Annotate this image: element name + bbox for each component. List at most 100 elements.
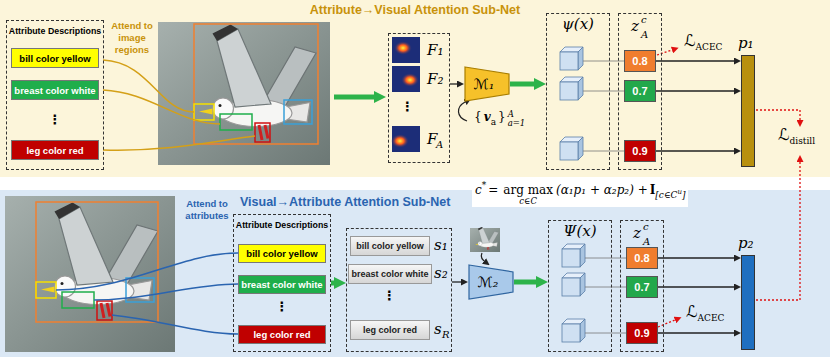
attention-line — [94, 284, 238, 300]
box-label: Attribute Descriptions — [7, 26, 103, 37]
probability-bar: p₁ — [741, 55, 755, 167]
photo-ground — [158, 22, 330, 165]
score-cell: 0.7 — [626, 276, 658, 298]
score-value: 0.8 — [634, 252, 649, 264]
box-label: R — [442, 329, 450, 340]
connector — [658, 332, 734, 333]
math-text: a — [491, 117, 496, 127]
attention-line — [103, 136, 255, 150]
math-text: (α₁p₁ + α₂p₂) + — [556, 183, 648, 197]
connector — [450, 83, 457, 84]
attribute-box: breast color white — [238, 275, 326, 294]
loss-label: ℒACEC — [684, 34, 722, 54]
output-label: p₂ — [738, 235, 754, 252]
operator-with-range: arg maxc∈C — [503, 183, 553, 206]
annotation-text: Attend to attributes — [180, 198, 234, 222]
attribute-box: bill color yellow — [11, 48, 99, 68]
feature-map — [392, 66, 420, 92]
score-cell: 0.8 — [626, 247, 658, 269]
loss-arrow — [657, 50, 672, 55]
operator-range: c∈C — [519, 197, 537, 206]
attention-line — [56, 253, 238, 290]
box-label: Ψ(x) — [549, 223, 611, 240]
feature-cube — [560, 137, 583, 160]
attribute-crop-text: bill color yellow — [356, 241, 424, 251]
attribute-list: Attribute Descriptions⋮bill color yellow… — [6, 20, 104, 170]
panel-ground — [0, 190, 830, 357]
probability-bar: p₂ — [741, 255, 755, 350]
feature-cube — [562, 319, 585, 342]
annotation-text: Attend to image regions — [108, 20, 156, 56]
input-arrow — [458, 102, 467, 121]
score-column: zcA0.80.70.9 — [620, 220, 664, 352]
region-box — [36, 282, 56, 298]
score-value: 0.7 — [632, 85, 647, 97]
connector — [656, 90, 734, 91]
math-text: c — [475, 183, 482, 197]
attribute-text: leg color red — [26, 145, 83, 156]
connector — [658, 286, 734, 287]
math-text: ℒ — [778, 125, 790, 144]
annotation: Attend to image regions — [108, 20, 156, 56]
embedding-column: Ψ(x) — [548, 220, 612, 352]
attribute-box: leg color red — [238, 325, 326, 344]
math-text: } — [498, 110, 506, 124]
feature-cube — [560, 77, 583, 100]
box-label: Attribute Descriptions — [234, 220, 330, 231]
region-box — [194, 24, 318, 144]
box-label: F₂ — [427, 71, 443, 88]
seagull — [475, 227, 498, 250]
panel-title: Attribute→Visual Attention Sub-Net — [0, 3, 830, 18]
box-label: ⋮ — [383, 289, 396, 303]
attribute-text: leg color red — [253, 329, 310, 340]
attribute-crop: breast color white — [348, 264, 432, 284]
indicator-subscript: [c∈Cu] — [655, 190, 685, 200]
score-value: 0.7 — [634, 281, 649, 293]
box-label: F₁ — [427, 42, 443, 59]
region-box — [194, 104, 214, 120]
box-label: A — [436, 139, 443, 150]
math-text: v — [484, 110, 491, 124]
annotation: Attend to attributes — [180, 198, 234, 222]
box-label: s₂ — [434, 265, 448, 282]
attribute-box: bill color yellow — [238, 244, 326, 263]
box-label: c — [641, 14, 647, 25]
attribute-text: bill color yellow — [246, 248, 317, 259]
feature-maps — [391, 37, 420, 152]
loss-label: ℒdistill — [778, 128, 815, 148]
subscript: a=1 — [508, 119, 526, 128]
region-box — [97, 301, 112, 320]
connector — [452, 281, 461, 282]
score-value: 0.9 — [632, 145, 647, 157]
superscript: u — [677, 188, 682, 196]
heat-spot — [394, 41, 412, 55]
sub-net-panel: Visual→Attribute Attention Sub-NetAttrib… — [0, 190, 830, 357]
score-cell: 0.9 — [624, 140, 656, 162]
region-box — [284, 100, 312, 124]
superscript: A — [508, 110, 526, 119]
attribute-box: breast color white — [11, 80, 99, 100]
attribute-crop: bill color yellow — [350, 236, 430, 256]
math-text: ℒ — [684, 31, 696, 50]
math-text: distill — [790, 136, 816, 146]
distill-arrow — [756, 110, 800, 120]
math-text: I — [650, 183, 656, 197]
region-box — [36, 202, 158, 322]
panel-title: Visual→Attribute Attention Sub-Net — [240, 195, 450, 210]
subscript: [c∈C — [655, 190, 677, 200]
loss-label: ℒACEC — [686, 305, 724, 325]
score-column: zcA0.80.70.9 — [618, 13, 662, 170]
score-cell: 0.9 — [626, 322, 658, 344]
box-label: F — [427, 131, 437, 148]
attribute-crops: s₁s₂⋮sRbill color yellowbreast color whi… — [346, 228, 452, 352]
math-text: ACEC — [696, 42, 723, 52]
connector — [656, 150, 734, 151]
input-arrow — [481, 253, 484, 261]
attribute-crop-text: breast color white — [351, 269, 428, 279]
region-box — [62, 292, 94, 308]
embedding-column: ψ(x) — [546, 13, 610, 170]
attribute-crop: leg color red — [350, 320, 430, 340]
attribute-list: Attribute Descriptions⋮bill color yellow… — [233, 214, 331, 352]
score-value: 0.8 — [632, 55, 647, 67]
